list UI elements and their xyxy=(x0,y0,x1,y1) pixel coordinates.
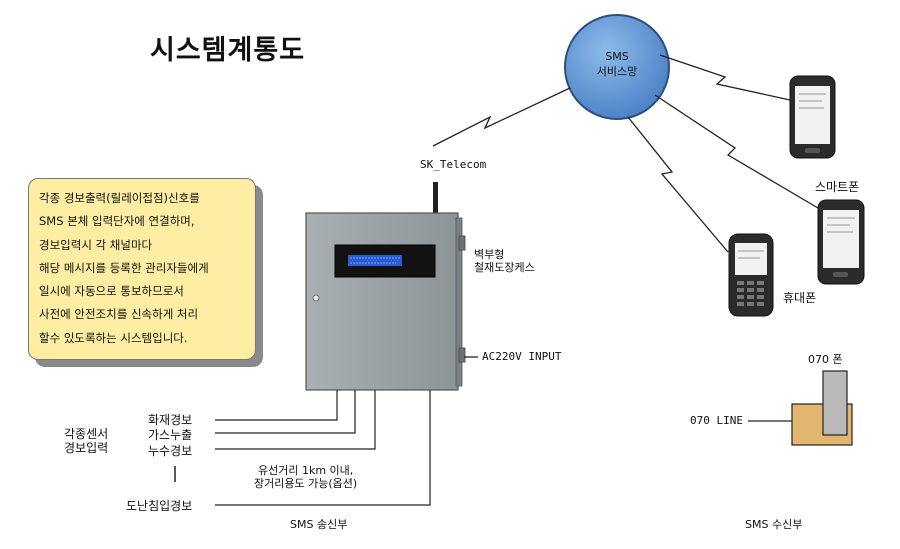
cabinet-door-edge xyxy=(455,217,463,387)
sms-cabinet xyxy=(305,212,459,391)
wire-fire xyxy=(215,390,338,421)
mobile-phone xyxy=(728,233,774,317)
smartphone-label: 스마트폰 xyxy=(815,180,860,194)
wiring-note: 유선거리 1km 이내, xyxy=(258,464,354,477)
wire-gas xyxy=(215,390,356,434)
cabinet-type-label: 벽부형 xyxy=(474,248,505,261)
wire-intrusion xyxy=(215,390,431,506)
voip-phone-label: 070 폰 xyxy=(808,353,843,366)
link-network-smartphone-right xyxy=(654,94,819,209)
hinge-bottom xyxy=(458,347,466,363)
network-label-service: 서비스망 xyxy=(596,65,638,78)
page-title: 시스템계통도 xyxy=(150,35,306,66)
voip-line-label: 070 LINE xyxy=(690,414,743,427)
cabinet-material-label: 철재도장케스 xyxy=(474,261,535,274)
sms-network-bubble xyxy=(564,14,670,120)
sensor-gas: 가스누출 xyxy=(148,428,193,442)
note-line: SMS 본체 입력단자에 연결하며, xyxy=(39,214,195,229)
wiring-note: 장거리용도 가능(옵션) xyxy=(254,477,358,490)
sensor-intrusion: 도난침입경보 xyxy=(126,499,193,513)
note-line: 각종 경보출력(릴레이접점)신호를 xyxy=(39,191,200,205)
link-network-smartphone-top xyxy=(659,54,791,101)
smartphone-right xyxy=(817,199,865,285)
smartphone-top xyxy=(789,75,836,159)
note-line: 경보입력시 각 채널마다 xyxy=(39,237,153,252)
sensor-water: 누수경보 xyxy=(148,444,193,458)
mobile-label: 휴대폰 xyxy=(783,291,817,305)
hinge-top xyxy=(458,235,466,251)
network-label-sms: SMS xyxy=(605,50,629,63)
cabinet-lock xyxy=(312,294,320,302)
power-input-label: AC220V INPUT xyxy=(482,350,562,363)
info-note-box: 각종 경보출력(릴레이접점)신호를 SMS 본체 입력단자에 연결하며, 경보입… xyxy=(28,178,256,360)
link-network-mobile xyxy=(627,116,729,253)
carrier-label: SK_Telecom xyxy=(420,158,487,171)
note-line: 사전에 안전조치를 신속하게 처리 xyxy=(39,307,199,322)
voip-handset xyxy=(822,370,848,436)
antenna xyxy=(433,182,438,216)
note-line: 해당 메시지를 등록한 관리자들에게 xyxy=(39,260,209,275)
link-antenna-network xyxy=(432,87,571,147)
note-line: 일시에 자동으로 통보하므로서 xyxy=(39,284,184,299)
wire-water xyxy=(215,390,376,450)
sender-section-label: SMS 송신부 xyxy=(290,518,348,531)
receiver-section-label: SMS 수신부 xyxy=(745,518,803,531)
sensor-group-label: 경보입력 xyxy=(64,441,109,455)
sensor-fire: 화재경보 xyxy=(148,413,193,427)
lcd-display xyxy=(348,255,402,266)
sensor-group-label: 각종센서 xyxy=(64,427,109,441)
note-line: 할수 있도록하는 시스템입니다. xyxy=(39,330,188,345)
